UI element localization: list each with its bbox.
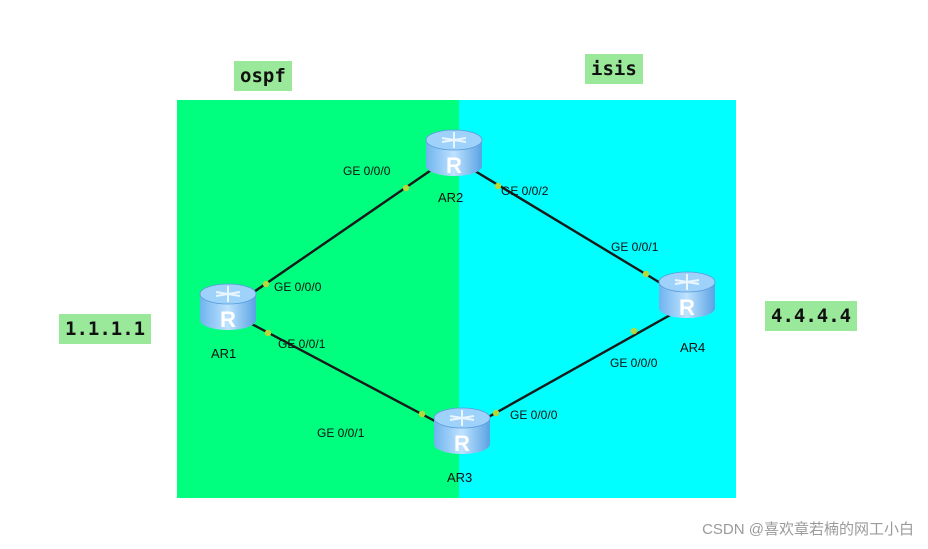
- ospf-area-label: ospf: [234, 61, 292, 91]
- port-dot-ar1-ge000: [262, 280, 270, 288]
- ar2-label: AR2: [438, 190, 464, 205]
- port-label-ar2-ge002: GE 0/0/2: [501, 184, 549, 198]
- port-label-ar4-ge000: GE 0/0/0: [610, 356, 658, 370]
- ar4-address-label: 4.4.4.4: [765, 301, 858, 331]
- port-dot-ar4-ge001: [642, 270, 650, 278]
- port-label-ar3-ge000: GE 0/0/0: [510, 408, 558, 422]
- router-icon[interactable]: R: [196, 280, 260, 336]
- port-label-ar1-ge000: GE 0/0/0: [274, 280, 322, 294]
- link-ar1-ar3: [246, 320, 450, 430]
- port-label-ar2-ge000: GE 0/0/0: [343, 164, 391, 178]
- link-ar2-ar4: [468, 166, 674, 292]
- port-label-ar1-ge001: GE 0/0/1: [278, 337, 326, 351]
- port-dot-ar2-ge000: [402, 184, 410, 192]
- port-dot-ar3-ge000: [492, 409, 500, 417]
- svg-text:R: R: [679, 295, 695, 320]
- ar1-label: AR1: [211, 346, 237, 361]
- svg-text:R: R: [454, 431, 470, 456]
- svg-text:R: R: [446, 153, 462, 178]
- port-label-ar3-ge001: GE 0/0/1: [317, 426, 365, 440]
- port-label-ar4-ge001: GE 0/0/1: [611, 240, 659, 254]
- port-dot-ar1-ge001: [264, 329, 272, 337]
- port-dot-ar2-ge002: [494, 182, 502, 190]
- svg-text:R: R: [220, 307, 236, 332]
- router-icon[interactable]: R: [430, 404, 494, 460]
- router-icon[interactable]: R: [655, 268, 719, 324]
- isis-area-label: isis: [585, 54, 643, 84]
- port-dot-ar4-ge000: [630, 327, 638, 335]
- router-icon[interactable]: R: [422, 126, 486, 182]
- ar3-label: AR3: [447, 470, 473, 485]
- watermark: CSDN @喜欢章若楠的网工小白: [702, 521, 914, 538]
- port-dot-ar3-ge001: [418, 410, 426, 418]
- link-ar1-ar2: [246, 162, 442, 298]
- ar1-address-label: 1.1.1.1: [59, 314, 152, 344]
- ar4-label: AR4: [680, 340, 706, 355]
- link-ar3-ar4: [474, 312, 674, 426]
